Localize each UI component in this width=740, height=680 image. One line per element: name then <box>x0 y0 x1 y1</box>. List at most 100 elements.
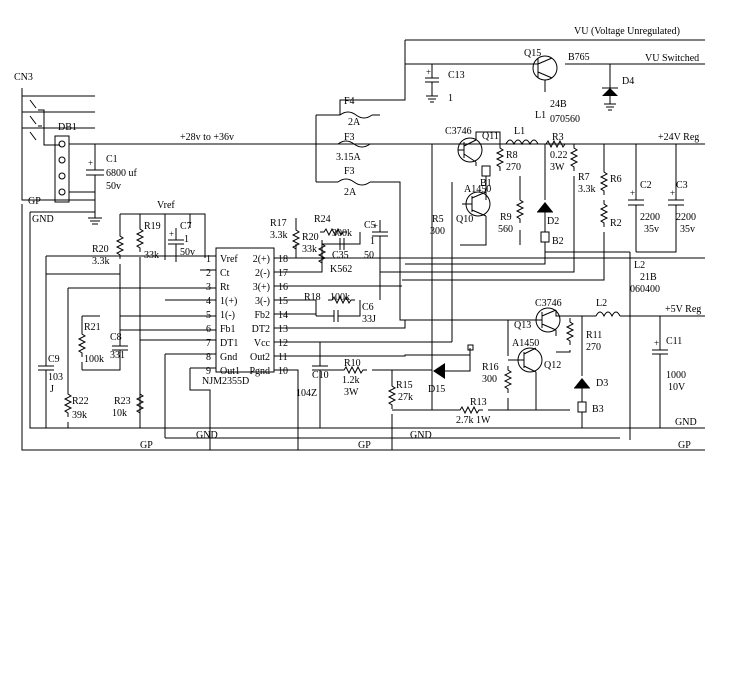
q15-label: Q15 <box>524 48 541 59</box>
f3b-value: 2A <box>344 187 357 198</box>
ic-pin-number: 13 <box>278 324 288 335</box>
capacitor-c1: + C1 6800 uf 50v <box>86 144 138 225</box>
gp-label-left: GP <box>28 196 41 207</box>
c11-value: 1000 <box>666 370 686 381</box>
r15-value: 27k <box>398 392 413 403</box>
diode-d15: D15 <box>428 344 474 395</box>
ic-pin-name: Vcc <box>254 338 271 349</box>
resistor-r13: R13 2.7k 1W <box>392 397 570 426</box>
d2-label: D2 <box>547 216 559 227</box>
gp-label-bottom-3: GP <box>678 440 691 451</box>
vu-switched-label: VU Switched <box>645 53 699 64</box>
transistor-q13: C3746 Q13 <box>460 298 585 336</box>
r21-value: 100k <box>84 354 104 365</box>
resistor-r10: R10 1.2k 3W <box>320 358 432 398</box>
r16-label: R16 <box>482 362 499 373</box>
resistor-r3: R3 0.22 3W <box>541 132 570 173</box>
c5-value: 1 <box>370 236 375 247</box>
ic-name: NJM2355D <box>202 376 249 387</box>
c13-label: C13 <box>448 70 465 81</box>
r17-label: R17 <box>270 218 287 229</box>
feedback-wires <box>380 188 605 342</box>
f4-value: 2A <box>348 117 361 128</box>
c11-voltage: 10V <box>668 382 686 393</box>
vu-label: VU (Voltage Unregulated) <box>574 26 680 37</box>
ic-pin-number: 4 <box>206 296 211 307</box>
vref-label: Vref <box>157 200 175 211</box>
r9-value: 560 <box>498 224 513 235</box>
c7-value: 1 <box>184 234 189 245</box>
r7-label: R7 <box>578 172 590 183</box>
resistor-r23: R23 10k <box>112 389 144 419</box>
ic-pin-name: Out1 <box>220 366 240 377</box>
ic-pin-name: DT2 <box>252 324 270 335</box>
gnd-label-right: GND <box>675 417 697 428</box>
ic-pin-number: 15 <box>278 296 288 307</box>
c10-value: 104Z <box>296 388 317 399</box>
q12-type: A1450 <box>512 338 539 349</box>
svg-text:+: + <box>670 188 675 198</box>
capacitor-c2: + C2 2200 35v <box>628 144 660 252</box>
svg-text:+: + <box>373 221 378 231</box>
fuse-f3-main: F3 3.15A <box>336 132 371 163</box>
capacitor-c10: C10 104Z <box>296 342 329 428</box>
inductor-l2: L2 <box>585 298 705 318</box>
q11-label: Q11 <box>482 131 499 142</box>
ic-pin-number: 16 <box>278 282 288 293</box>
ic-pin-name: 2(+) <box>253 254 270 265</box>
resistor-r6-r2: R6 R2 <box>600 144 622 252</box>
c9-code: J <box>50 384 54 395</box>
r11-value: 270 <box>586 342 601 353</box>
resistor-r19: R19 33k <box>136 214 161 428</box>
resistor-r20a: R20 3.3k <box>92 231 124 340</box>
q11-type: C3746 <box>445 126 472 137</box>
c10-label: C10 <box>312 370 329 381</box>
c2-label: C2 <box>640 180 652 191</box>
r17-value: 3.3k <box>270 230 288 241</box>
bridge-db1: DB1 <box>54 122 705 210</box>
resistor-r11: R11 270 <box>556 317 602 353</box>
svg-text:+: + <box>630 188 635 198</box>
l2-code-a: 21B <box>640 272 657 283</box>
capacitor-c11: + C11 1000 10V <box>652 316 686 428</box>
vref-net: Vref <box>119 200 206 260</box>
l2-code-label: L2 <box>634 260 645 271</box>
connector-cn3: CN3 <box>14 72 95 201</box>
cn3-label: CN3 <box>14 72 33 83</box>
r18-label: R18 <box>304 292 321 303</box>
r20a-value: 3.3k <box>92 256 110 267</box>
r20b-value: 33k <box>302 244 317 255</box>
r9-label: R9 <box>500 212 512 223</box>
c7-voltage: 50v <box>180 247 195 258</box>
ic-pin-name: Vref <box>220 254 238 265</box>
r24-label: R24 <box>314 214 331 225</box>
gp-label-bottom-2: GP <box>358 440 371 451</box>
capacitor-c3: + C3 2200 35v <box>636 144 696 253</box>
gnd-label-left: GND <box>32 214 54 225</box>
ic-pin-number: 7 <box>206 338 211 349</box>
c3-label: C3 <box>676 180 688 191</box>
l2-label: L2 <box>596 298 607 309</box>
c1-value: 6800 uf <box>106 168 138 179</box>
gnd-label-bottom-1: GND <box>196 430 218 441</box>
r19-label: R19 <box>144 221 161 232</box>
transistor-q12: A1450 Q12 <box>508 338 561 410</box>
c6-value: 33J <box>362 314 376 325</box>
gp-label-bottom-1: GP <box>140 440 153 451</box>
ic-pin-number: 14 <box>278 310 288 321</box>
capacitor-c6: C6 33J <box>316 300 376 325</box>
bead-b1: B1 <box>475 162 492 200</box>
r10-label: R10 <box>344 358 361 369</box>
b2-label: B2 <box>552 236 564 247</box>
ic-pin-number: 8 <box>206 352 211 363</box>
l1-code-b: 070560 <box>550 114 580 125</box>
r6-label: R6 <box>610 174 622 185</box>
capacitor-c8: C8 331 <box>82 332 128 371</box>
c7-label: C7 <box>180 221 192 232</box>
resistor-r24: R24 300k <box>314 214 352 239</box>
ic-pin-number: 12 <box>278 338 288 349</box>
c2-voltage: 35v <box>644 224 659 235</box>
capacitor-c9: C9 103 J <box>38 256 63 428</box>
